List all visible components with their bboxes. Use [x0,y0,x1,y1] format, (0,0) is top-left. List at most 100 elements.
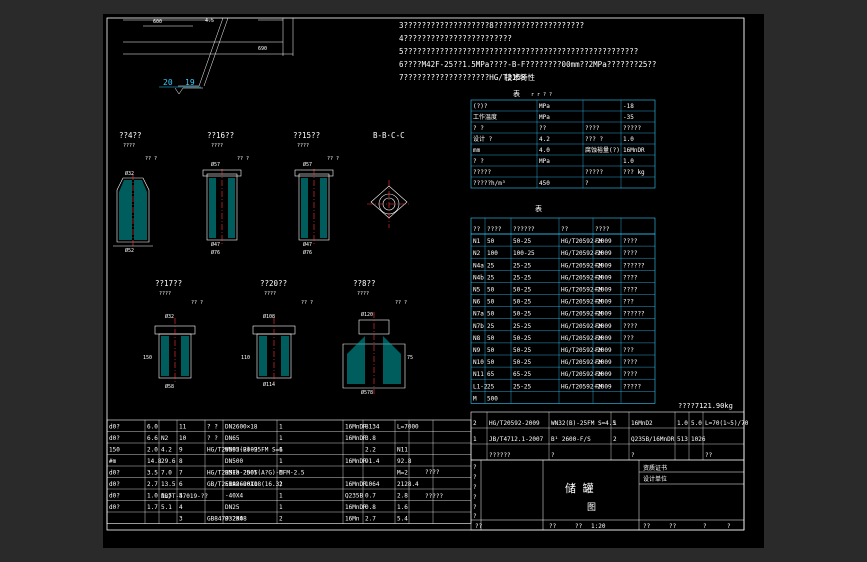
parts-left-cell: 4.2 [161,447,172,454]
tech-table-cell: mm [473,147,481,154]
nozzle-table-cell: 50-25 [513,238,531,245]
parts-left-cell: 1 [279,458,283,465]
nozzle-table-cell: HG/T20592-2009 [561,383,612,390]
detail-label-17: ??17?? [155,279,182,288]
tech-table-caption: 表 [513,89,520,98]
tb-left-5: ? [473,504,477,511]
nozzle-table-cell: N7b [473,323,484,330]
parts-right-cell: 1 [473,436,477,443]
detail-sublabel-15: ???? [297,143,309,149]
ratio-mark-1: ?? ? [145,156,157,162]
detail-label-4: ??4?? [119,131,142,140]
tb-bottom-6: ?? [669,523,677,530]
tech-table-cell: ???? [585,125,600,132]
nozzle-table-cell: FM [595,299,603,306]
parts-left-cell: 2 [279,516,283,523]
parts-left-cell: 5.1 [161,504,172,511]
detail-view-15 [294,169,334,246]
parts-left-cell: d0? [109,424,120,431]
dim-150-a: 150 [143,355,152,361]
parts-left-cell: 1.6 [397,504,408,511]
nozzle-table-cell: ???? [623,287,638,294]
nozzle-table-cell: 50-25 [513,359,531,366]
nozzle-table-cell: 50 [487,238,495,245]
nozzle-table-cell: FM [595,335,603,342]
note-5: 5???????????????????????????????????????… [399,47,638,56]
parts-left-cell: 8134 [365,424,380,431]
nozzle-table-cell: ??? [623,299,634,306]
tb-left-3: ? [473,484,477,491]
parts-left-cell: 1 [279,493,283,500]
tech-table-cell: ? ? [473,158,484,165]
parts-left-cell: 16MnDR [345,424,367,431]
nozzle-table-cell: M [473,395,477,402]
dim-phi76-b: Ø76 [303,249,312,256]
main-view-fragment [123,17,294,95]
parts-left-cell: 1 [279,435,283,442]
nozzle-table-cell: N10 [473,359,484,366]
technical-notes: 3???????????????????8???????????????????… [399,21,656,82]
nozzle-table-cell: FM [595,238,603,245]
nozzle-table-cell: HG/T20592-2009 [561,262,612,269]
parts-left-cell: 5.4 [397,516,408,523]
parts-right-cell: 16MnD2 [631,420,653,427]
parts-left-cell: 16MnDR [345,458,367,465]
parts-left-cell: 1.0 [147,493,158,500]
nozzle-table-cell: FM [595,359,603,366]
detail-sublabel-4: ???? [123,143,135,149]
nozzle-table-caption: 表 [535,204,542,213]
nozzle-table-cell: ???? [623,371,638,378]
title-block [470,459,745,531]
nozzle-table-cell: ????? [623,383,641,390]
tech-table-cell: ?? [539,125,547,132]
ratio-mark-2: ?? ? [237,156,249,162]
dim-75: 75 [407,355,413,361]
note-3: 3???????????????????8???????????????????… [399,21,584,30]
tech-table-cell: 设计 ? [473,135,493,143]
nozzle-table-cell: 25 [487,323,495,330]
tech-title: 技术特性 [505,72,535,82]
nozzle-table-cell: FM [595,347,603,354]
nozzle-table-cell: 25-25 [513,323,531,330]
tb-title: 储 罐 [565,481,594,495]
nozzle-table-cell: 500 [487,395,498,402]
parts-left-cell: L=7000 [397,424,419,431]
detail-view-8 [342,312,406,394]
parts-left-cell: 16MnDR [345,435,367,442]
tb-bottom-7: ? [703,523,707,530]
nozzle-table-cell: ?????? [623,311,645,318]
parts-left-cell: d0? [109,470,120,477]
dim-110: 110 [241,355,250,361]
nozzle-table-cell: 50 [487,335,495,342]
parts-left-cell: WN65(B)-25FM S=6 [225,447,283,454]
detail-label-20: ??20?? [260,279,287,288]
detail-view-16 [202,169,242,246]
nozzle-table-cell: N9 [473,347,481,354]
detail-label-bc: B-B·C-C [373,131,405,140]
nozzle-table-cell: 50-25 [513,347,531,354]
detail-view-17 [154,318,196,384]
nozzle-table-cell: ??? [623,335,634,342]
nozzle-table-cell: N6 [473,299,481,306]
note-7: 7???????????????????HG/T2158 [399,73,526,82]
parts-left-cell: N2 [161,435,169,442]
dim-phi32-a: Ø32 [125,170,134,177]
dim-phi120: Ø120 [361,311,373,318]
parts-left-cell: 2.2 [365,447,376,454]
detail-labels: ??4?? ???? ??16?? ???? ??15?? ???? B-B·C… [119,131,407,306]
tb-bottom-3: ?? [575,523,583,530]
tb-left-4: ? [473,494,477,501]
nozzle-table-cell: ?????? [623,262,645,269]
nozzle-table-cell: 50-25 [513,299,531,306]
tech-table-cell: 工作温度 [473,113,497,121]
nozzle-table-cell: 50 [487,299,495,306]
nozzle-table-cell: HG/T20592-2009 [561,238,612,245]
tech-table-cell: 4.0 [539,147,550,154]
parts-left-cell: 2.7 [147,481,158,488]
tech-table-cell: ????? [623,125,641,132]
nozzle-table-cell: FM [595,250,603,257]
tb-bottom-4: 1:20 [591,523,606,530]
detail-sublabel-8: ???? [357,291,369,297]
cad-viewport[interactable]: 600 690 4.5 20 19 3???????????????????8?… [103,14,764,548]
